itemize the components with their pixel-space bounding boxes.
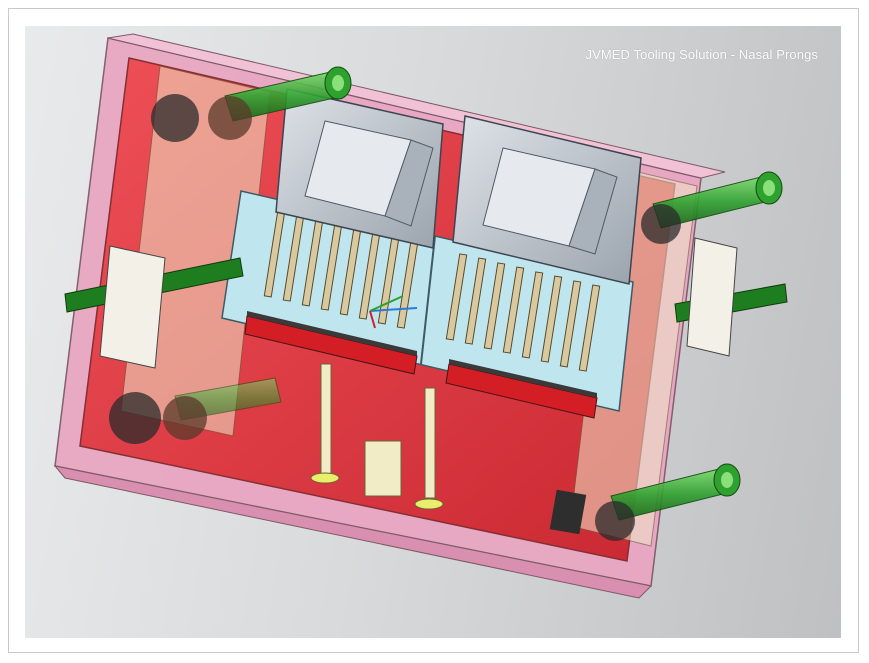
mold-assembly-render bbox=[53, 33, 788, 599]
image-frame: JVMED Tooling Solution - Nasal Prongs bbox=[8, 8, 859, 653]
watermark-caption: JVMED Tooling Solution - Nasal Prongs bbox=[585, 47, 818, 62]
cad-viewport: JVMED Tooling Solution - Nasal Prongs bbox=[25, 26, 841, 638]
guide-pin-icon bbox=[224, 66, 352, 122]
guide-bushings bbox=[109, 94, 681, 541]
core-pins bbox=[263, 210, 601, 372]
slide-block-left bbox=[275, 88, 444, 249]
ejector-columns bbox=[310, 363, 444, 510]
runner-strips bbox=[244, 311, 598, 419]
axis-triad-icon bbox=[369, 295, 418, 329]
slide-block-right bbox=[452, 115, 642, 285]
side-locks bbox=[99, 237, 738, 535]
